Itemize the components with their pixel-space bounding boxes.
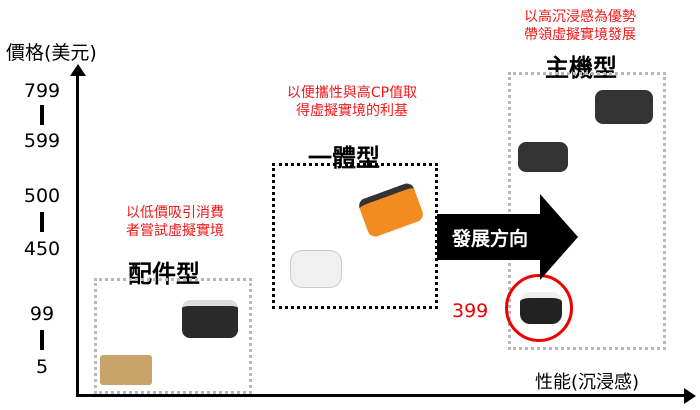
desc-line: 者嘗試虛擬實境 — [126, 223, 224, 239]
range-bar — [40, 105, 44, 125]
console-box — [508, 72, 666, 350]
white-headset-icon — [290, 250, 342, 288]
integrated-description: 以便攜性與高CP值取 得虛擬實境的利基 — [262, 84, 442, 120]
highlight-price: 399 — [452, 300, 489, 322]
y-tick: 5 — [35, 356, 49, 378]
development-arrow-label: 發展方向 — [452, 228, 529, 250]
integrated-box — [272, 163, 438, 309]
desc-line: 得虛擬實境的利基 — [296, 103, 408, 119]
development-arrow — [437, 214, 542, 260]
x-axis-arrowhead-icon — [684, 388, 696, 404]
arrowhead-icon — [540, 194, 578, 280]
x-axis-line — [76, 394, 686, 397]
cardboard-headset-icon — [100, 355, 152, 385]
range-bar — [40, 330, 44, 350]
htc-vive-headset-icon — [595, 90, 653, 124]
console-title: 主機型 — [545, 54, 617, 82]
y-axis-line — [76, 72, 79, 397]
y-tick: 599 — [23, 130, 61, 152]
desc-line: 以高沉浸感為優勢 — [524, 9, 636, 25]
y-tick: 500 — [23, 185, 61, 207]
oculus-rift-headset-icon — [518, 142, 568, 172]
console-description: 以高沉浸感為優勢 帶領虛擬實境發展 — [505, 8, 655, 44]
x-axis-label: 性能(沉浸感) — [535, 372, 640, 393]
y-tick: 799 — [23, 80, 61, 102]
desc-line: 以低價吸引消費 — [126, 205, 224, 221]
range-bar — [40, 212, 44, 232]
integrated-title: 一體型 — [308, 144, 380, 172]
y-tick: 99 — [29, 303, 55, 325]
highlight-circle — [505, 274, 573, 342]
desc-line: 帶領虛擬實境發展 — [524, 27, 636, 43]
y-tick: 450 — [23, 238, 61, 260]
y-axis-arrowhead-icon — [70, 64, 86, 76]
accessory-box — [94, 278, 252, 394]
accessory-title: 配件型 — [128, 260, 200, 288]
accessory-description: 以低價吸引消費 者嘗試虛擬實境 — [100, 204, 250, 240]
gear-vr-headset-icon — [182, 300, 238, 338]
desc-line: 以便攜性與高CP值取 — [286, 85, 418, 101]
y-axis-label: 價格(美元) — [6, 42, 97, 64]
